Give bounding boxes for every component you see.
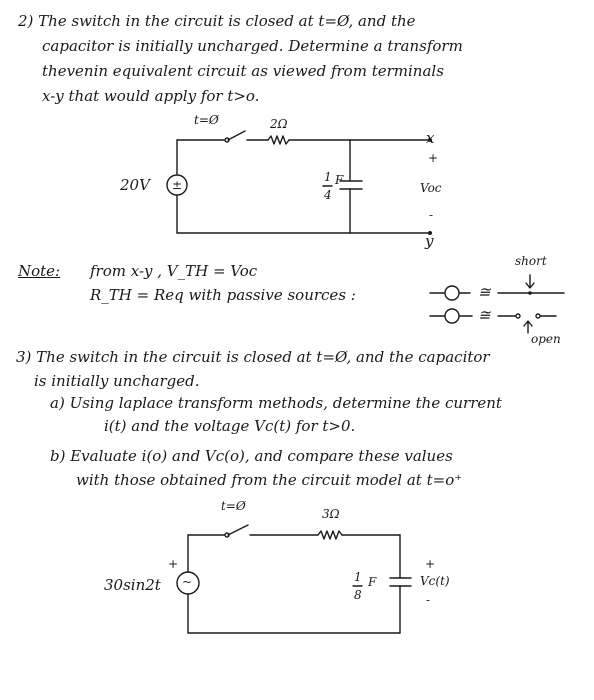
circuit1-terminal-x: x xyxy=(426,129,435,147)
note-short-label: short xyxy=(515,254,547,268)
note-approx-1: ≅ xyxy=(478,283,491,301)
problem2-line-2: capacitor is initially uncharged. Determ… xyxy=(42,37,463,55)
note-approx-2: ≅ xyxy=(478,306,491,324)
circuit2-cap-unit: F xyxy=(368,575,377,589)
circuit1-minus: - xyxy=(429,208,434,222)
circuit1-cap-unit: F xyxy=(335,173,344,187)
circuit2-switch-label: t=Ø xyxy=(221,499,246,513)
problem3-line-1: 3) The switch in the circuit is closed a… xyxy=(16,348,490,366)
circuit2-source-symbol: ~ xyxy=(182,575,193,589)
problem2-line-1: 2) The switch in the circuit is closed a… xyxy=(18,12,416,30)
circuit1-wires xyxy=(166,130,432,235)
circuit1-resistor-label: 2Ω xyxy=(270,117,288,131)
circuit2-source-plus: + xyxy=(168,557,179,571)
circuit1-source-symbol: ± xyxy=(172,178,183,192)
circuit1-terminal-y: y xyxy=(425,232,434,250)
note-line-2: R_TH = Req with passive sources : xyxy=(90,286,356,304)
circuit2-cap-numerator: 1 xyxy=(354,570,362,584)
note-line-1: from x-y , V_TH = Voc xyxy=(90,262,258,280)
circuit2-source-label: 30sin2t xyxy=(104,576,161,594)
circuit1-voc: Voc xyxy=(420,181,442,195)
circuit1-cap-denominator: 4 xyxy=(324,188,332,202)
problem3-part-b: b) Evaluate i(o) and Vc(o), and compare … xyxy=(50,447,453,465)
circuit2-resistor-label: 3Ω xyxy=(322,507,340,521)
note-source-symbols xyxy=(429,274,565,334)
problem3-part-a-line2: i(t) and the voltage Vc(t) for t>0. xyxy=(104,417,356,435)
circuit1-source-label: 20V xyxy=(120,176,150,194)
problem2-line-4: x-y that would apply for t>o. xyxy=(42,87,260,105)
circuit1-plus: + xyxy=(428,151,439,165)
circuit2-wires xyxy=(176,185,412,634)
circuit2-vc-label: Vc(t) xyxy=(420,574,450,588)
problem3-part-b-line2: with those obtained from the circuit mod… xyxy=(76,471,463,489)
note-label: Note: xyxy=(18,262,61,280)
circuit1-switch-label: t=Ø xyxy=(194,113,219,127)
note-open-label: open xyxy=(531,332,561,346)
circuit1-cap-numerator: 1 xyxy=(324,170,332,184)
problem3-part-a: a) Using laplace transform methods, dete… xyxy=(50,394,502,412)
circuit2-vc-plus: + xyxy=(425,557,436,571)
circuit2-cap-denominator: 8 xyxy=(354,588,362,602)
problem2-line-3: thevenin equivalent circuit as viewed fr… xyxy=(42,62,444,80)
problem3-line-2: is initially uncharged. xyxy=(34,372,200,390)
circuit2-vc-minus: - xyxy=(426,593,431,607)
